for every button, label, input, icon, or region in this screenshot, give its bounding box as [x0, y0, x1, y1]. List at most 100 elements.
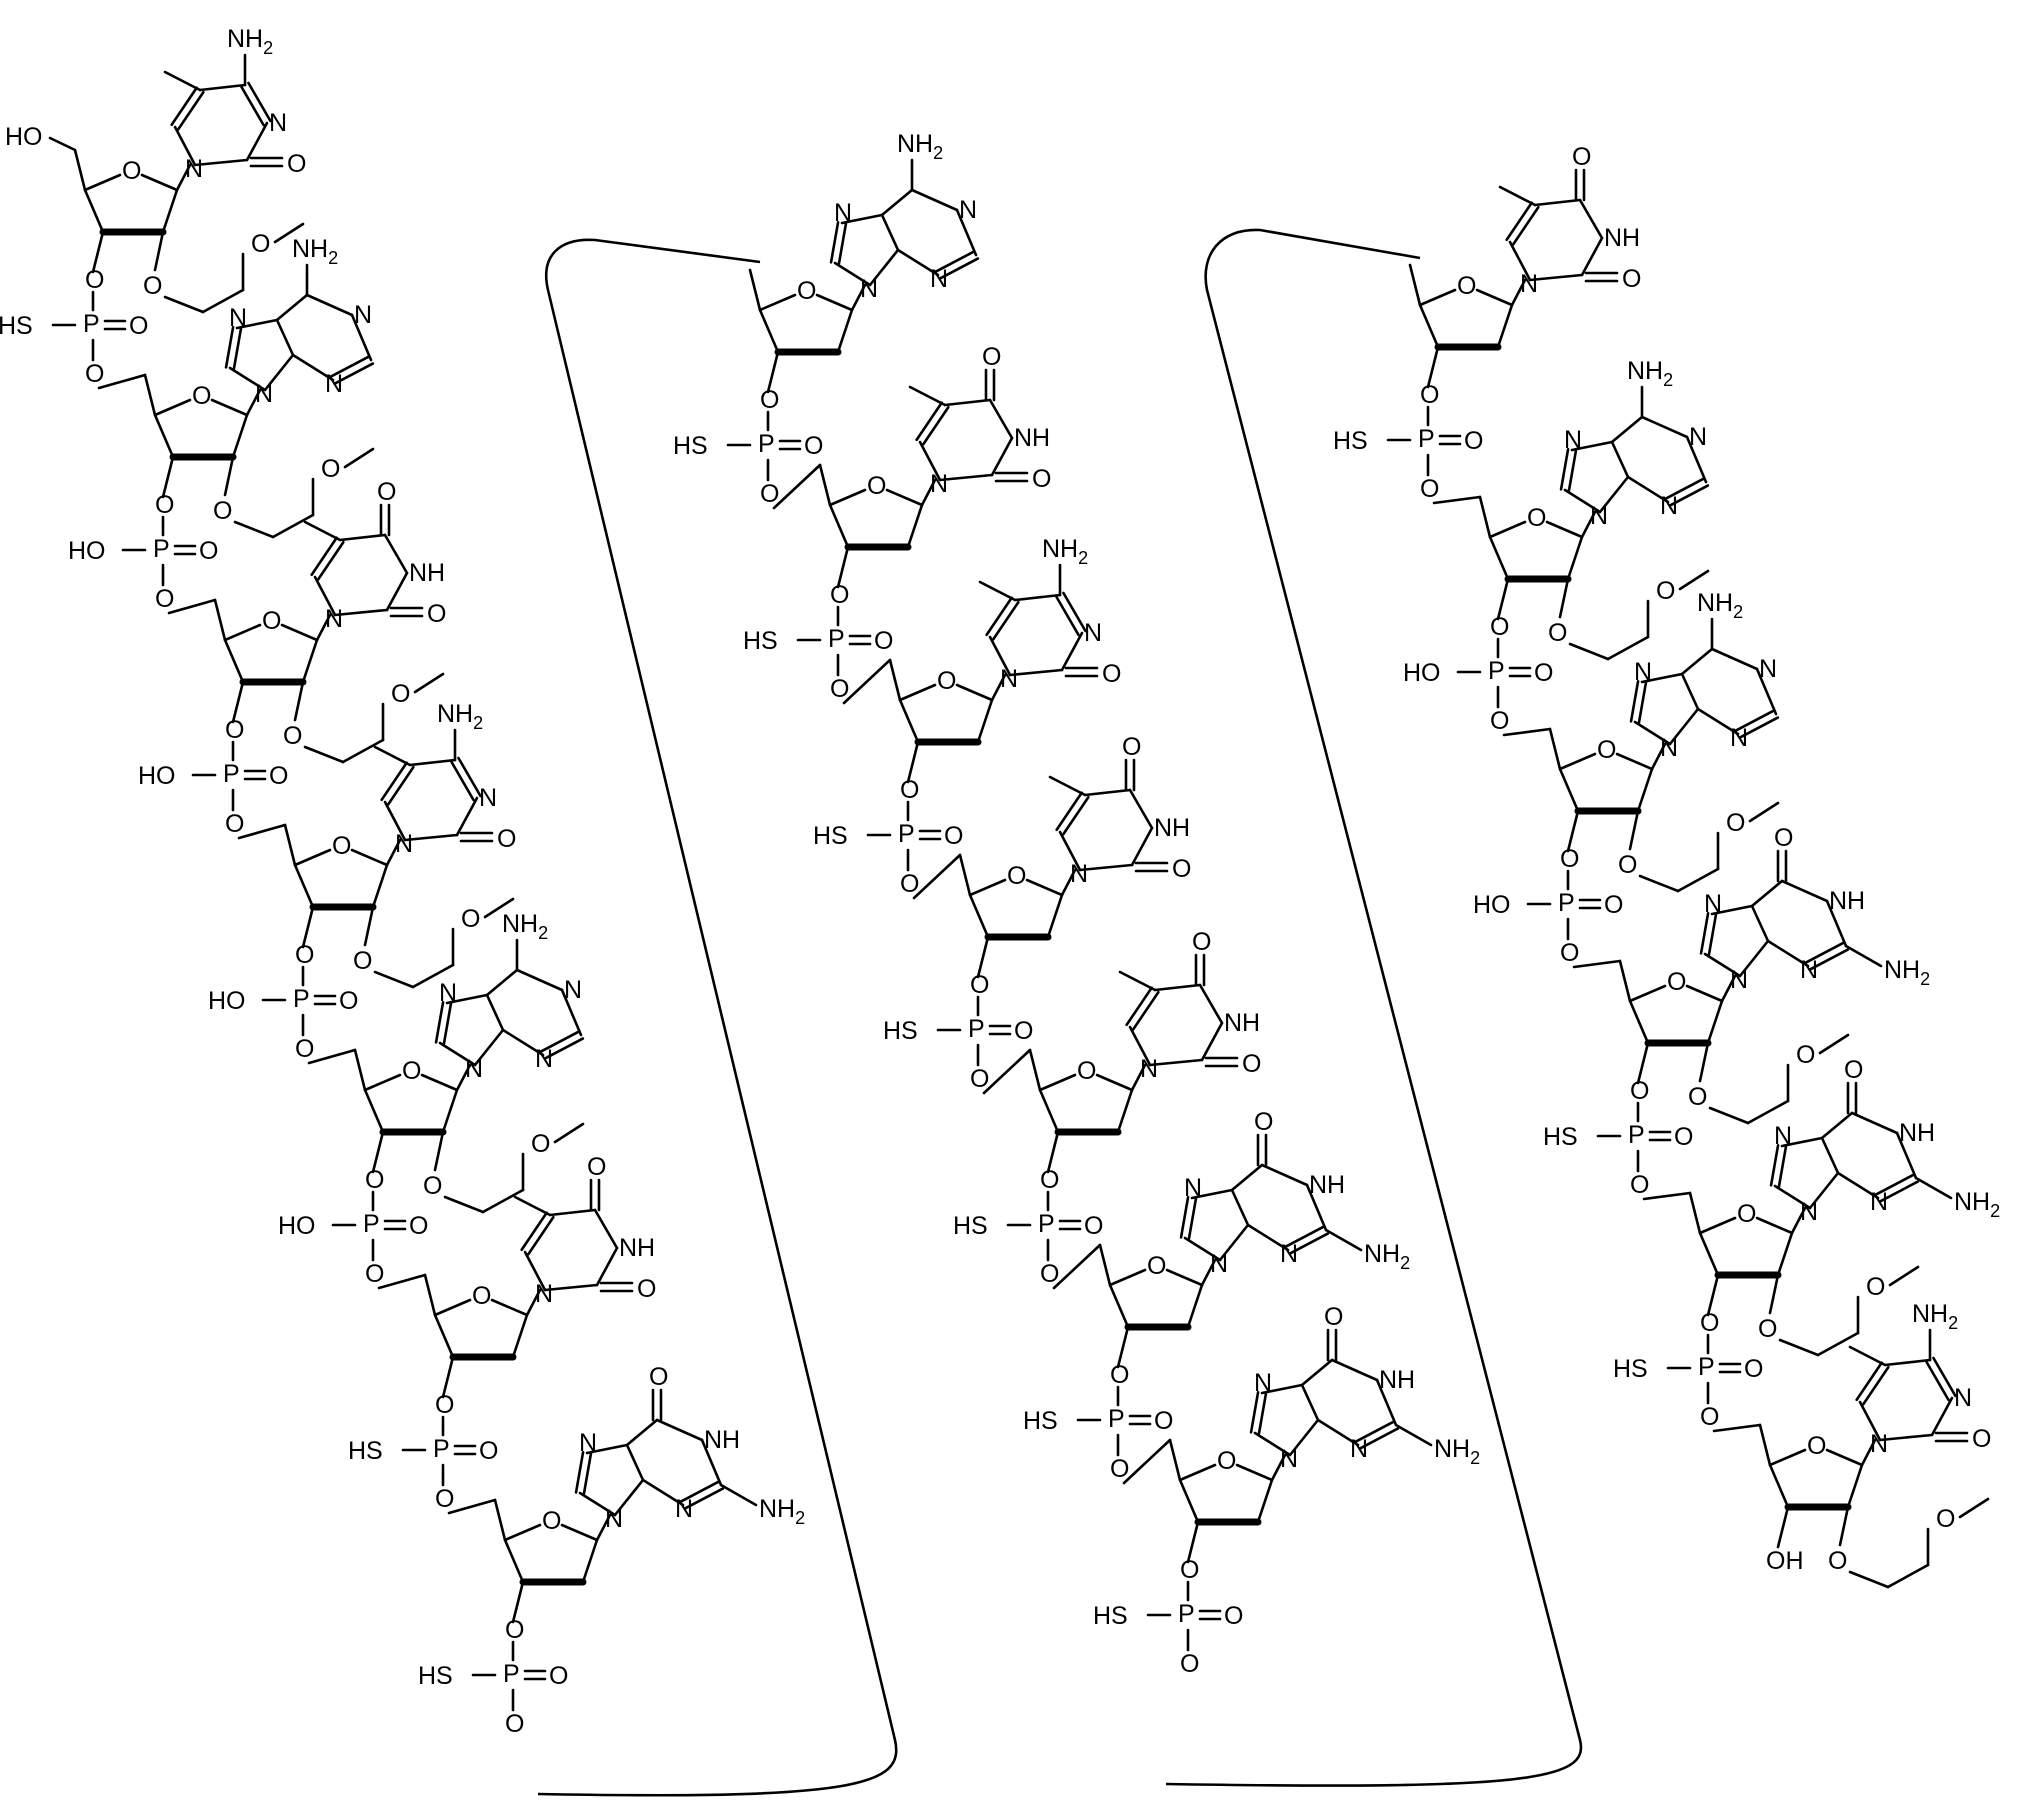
sugar-ring-bond-s2r6 — [1167, 1270, 1202, 1285]
amino-label-s1r2-subscript: 2 — [328, 248, 338, 268]
pyrimidine-ring-bond-s3r1 — [1582, 238, 1602, 275]
o3-label-s1r2: O — [155, 491, 174, 519]
o3-label-s2r5: O — [1040, 1166, 1059, 1194]
n3-label-s2r1: N — [930, 265, 948, 293]
o3-label-s1r5: O — [365, 1166, 384, 1194]
sugar-ring-bond-s1r7 — [583, 1540, 597, 1582]
moe-oxygen-label-s3r4: O — [1688, 1083, 1707, 1111]
sugar-ring-bond-s1r2 — [155, 400, 190, 415]
n9-label-s1r2: N — [255, 380, 273, 408]
pyrimidine-ring-bond-s1r6 — [597, 1248, 617, 1285]
sugar-ring-bond-s1r3 — [225, 640, 243, 682]
moe-bond-s1r4 — [365, 907, 373, 945]
ring-oxygen-label-s1r7: O — [542, 1507, 561, 1535]
phosphorus-label-s3r2: P — [1488, 657, 1505, 685]
phosphorus-label-s1r1: P — [83, 310, 100, 338]
sugar-ring-bond-s1r5 — [365, 1090, 383, 1132]
n1-label-s1r2: N — [354, 301, 372, 329]
imidazole-ring-bond-s3r3 — [1639, 683, 1646, 723]
c5-bond-s3r5 — [1690, 1193, 1700, 1233]
moe-oxygen-label-s3r2: O — [1548, 619, 1567, 647]
sugar-ring-bond-s3r5 — [1700, 1218, 1735, 1233]
hydroxyl-label-s3r3: HO — [1473, 891, 1511, 919]
c5-bond-s1r5 — [355, 1050, 365, 1090]
p-oxo-label-s2r5: O — [1084, 1212, 1103, 1240]
o5-label-s1r6: O — [435, 1485, 454, 1513]
moe-bond-s3r6 — [1840, 1507, 1848, 1545]
pyrimidine-ring-bond-s3r4 — [1752, 881, 1782, 906]
c2-oxygen-label-s3r1: O — [1622, 265, 1641, 293]
pyrimidine-ring-bond-s1r1 — [248, 83, 270, 121]
imidazole-ring-bond-s3r4 — [1709, 915, 1716, 955]
moe-chain-s3r6 — [1850, 1572, 1888, 1587]
ring-oxygen-label-s2r7: O — [1217, 1447, 1236, 1475]
sugar-ring-bond-s3r1 — [1420, 290, 1455, 305]
c2-oxygen-label-s2r2: O — [1032, 465, 1051, 493]
amino-label-s1r5-subscript: 2 — [538, 923, 548, 943]
amino-bond-s1r7 — [721, 1485, 756, 1505]
pyrimidine-ring-bond-s2r3 — [1057, 597, 1079, 635]
imidazole-ring-bond-s3r2 — [1569, 451, 1576, 491]
ring-oxygen-label-s2r2: O — [867, 472, 886, 500]
moe-bond-s1r1 — [155, 232, 163, 270]
moe-chain-s3r3 — [1640, 876, 1678, 891]
c2-oxygen-label-s2r4: O — [1172, 855, 1191, 883]
p-oxo-label-s3r4: O — [1674, 1123, 1693, 1151]
amino-bond-s2r7 — [1396, 1425, 1431, 1445]
amino-label-s3r2-subscript: 2 — [1663, 370, 1673, 390]
c5-bond-s3r4 — [1620, 961, 1630, 1001]
sugar-ring-bond-s1r7 — [505, 1540, 523, 1582]
o5-label-s3r5: O — [1700, 1403, 1719, 1431]
moe-chain-s3r4 — [1710, 1108, 1748, 1123]
c4-oxygen-label-s2r5: O — [1192, 928, 1211, 956]
backbone-bond-s1r4 — [309, 1050, 355, 1063]
amino-label-s2r1-subscript: 2 — [933, 143, 943, 163]
n3-label-s1r1: N — [269, 109, 287, 137]
thiol-label-s2r6: HS — [1023, 1407, 1058, 1435]
sugar-ring-bond-s2r7 — [1258, 1480, 1272, 1522]
o5-label-s2r5: O — [1040, 1260, 1059, 1288]
pyrimidine-ring-bond-s1r3 — [387, 573, 407, 610]
sugar-ring-bond-s3r6 — [1848, 1465, 1862, 1507]
o5-label-s1r5: O — [365, 1260, 384, 1288]
n9-label-s1r5: N — [465, 1055, 483, 1083]
p-oxo-label-s2r1: O — [804, 432, 823, 460]
n7-label-s2r6: N — [1184, 1174, 1202, 1202]
p-oxo-label-s1r3: O — [269, 762, 288, 790]
sugar-ring-bond-s3r4 — [1630, 986, 1665, 1001]
n3h-label-s2r2: NH — [1014, 424, 1050, 452]
n1h-label-s2r6: NH — [1309, 1171, 1345, 1199]
pyrimidine-ring-bond-s1r4 — [458, 758, 480, 796]
backbone-bond-s2r1 — [774, 465, 820, 508]
sugar-ring-bond-s2r1 — [817, 295, 852, 310]
o5-label-s2r4: O — [970, 1065, 989, 1093]
sugar-ring-bond-s3r2 — [1490, 537, 1508, 579]
phosphorus-label-s2r5: P — [1038, 1210, 1055, 1238]
phosphorus-label-s1r3: P — [223, 760, 240, 788]
thiol-label-s2r5: HS — [953, 1212, 988, 1240]
n1h-label-s3r5: NH — [1899, 1119, 1935, 1147]
o3-label-s1r6: O — [435, 1391, 454, 1419]
backbone-bond-s3r4 — [1644, 1193, 1690, 1199]
phosphorus-label-s2r2: P — [828, 625, 845, 653]
ring-oxygen-label-s3r2: O — [1527, 504, 1546, 532]
hydroxyl-label-s1r2: HO — [68, 537, 106, 565]
methyl-bond-s2r5 — [1120, 972, 1155, 990]
moe-ether-oxygen-label-s3r6: O — [1936, 1505, 1955, 1533]
pyrimidine-n1-label-s2r2: N — [930, 470, 948, 498]
pyrimidine-ring-bond-s2r3 — [1062, 633, 1082, 670]
p-oxo-label-s1r5: O — [409, 1212, 428, 1240]
hydroxyl-label-s1r5: HO — [278, 1212, 316, 1240]
sugar-ring-bond-s1r1 — [85, 175, 120, 190]
o3-label-s3r1: O — [1420, 381, 1439, 409]
sugar-ring-bond-s1r1 — [163, 190, 177, 232]
pyrimidine-ring-bond-s3r1 — [1580, 200, 1602, 238]
sugar-ring-bond-s2r4 — [1027, 880, 1062, 895]
amino-label-s3r3-subscript: 2 — [1733, 602, 1743, 622]
phosphorus-label-s1r2: P — [153, 535, 170, 563]
methyl-bond-s1r3 — [305, 522, 340, 540]
n2-amino-label-s3r5-subscript: 2 — [1990, 1201, 2000, 1221]
o5-label-s2r1: O — [760, 480, 779, 508]
thiol-label-s2r3: HS — [813, 822, 848, 850]
n1h-label-s1r7: NH — [704, 1426, 740, 1454]
